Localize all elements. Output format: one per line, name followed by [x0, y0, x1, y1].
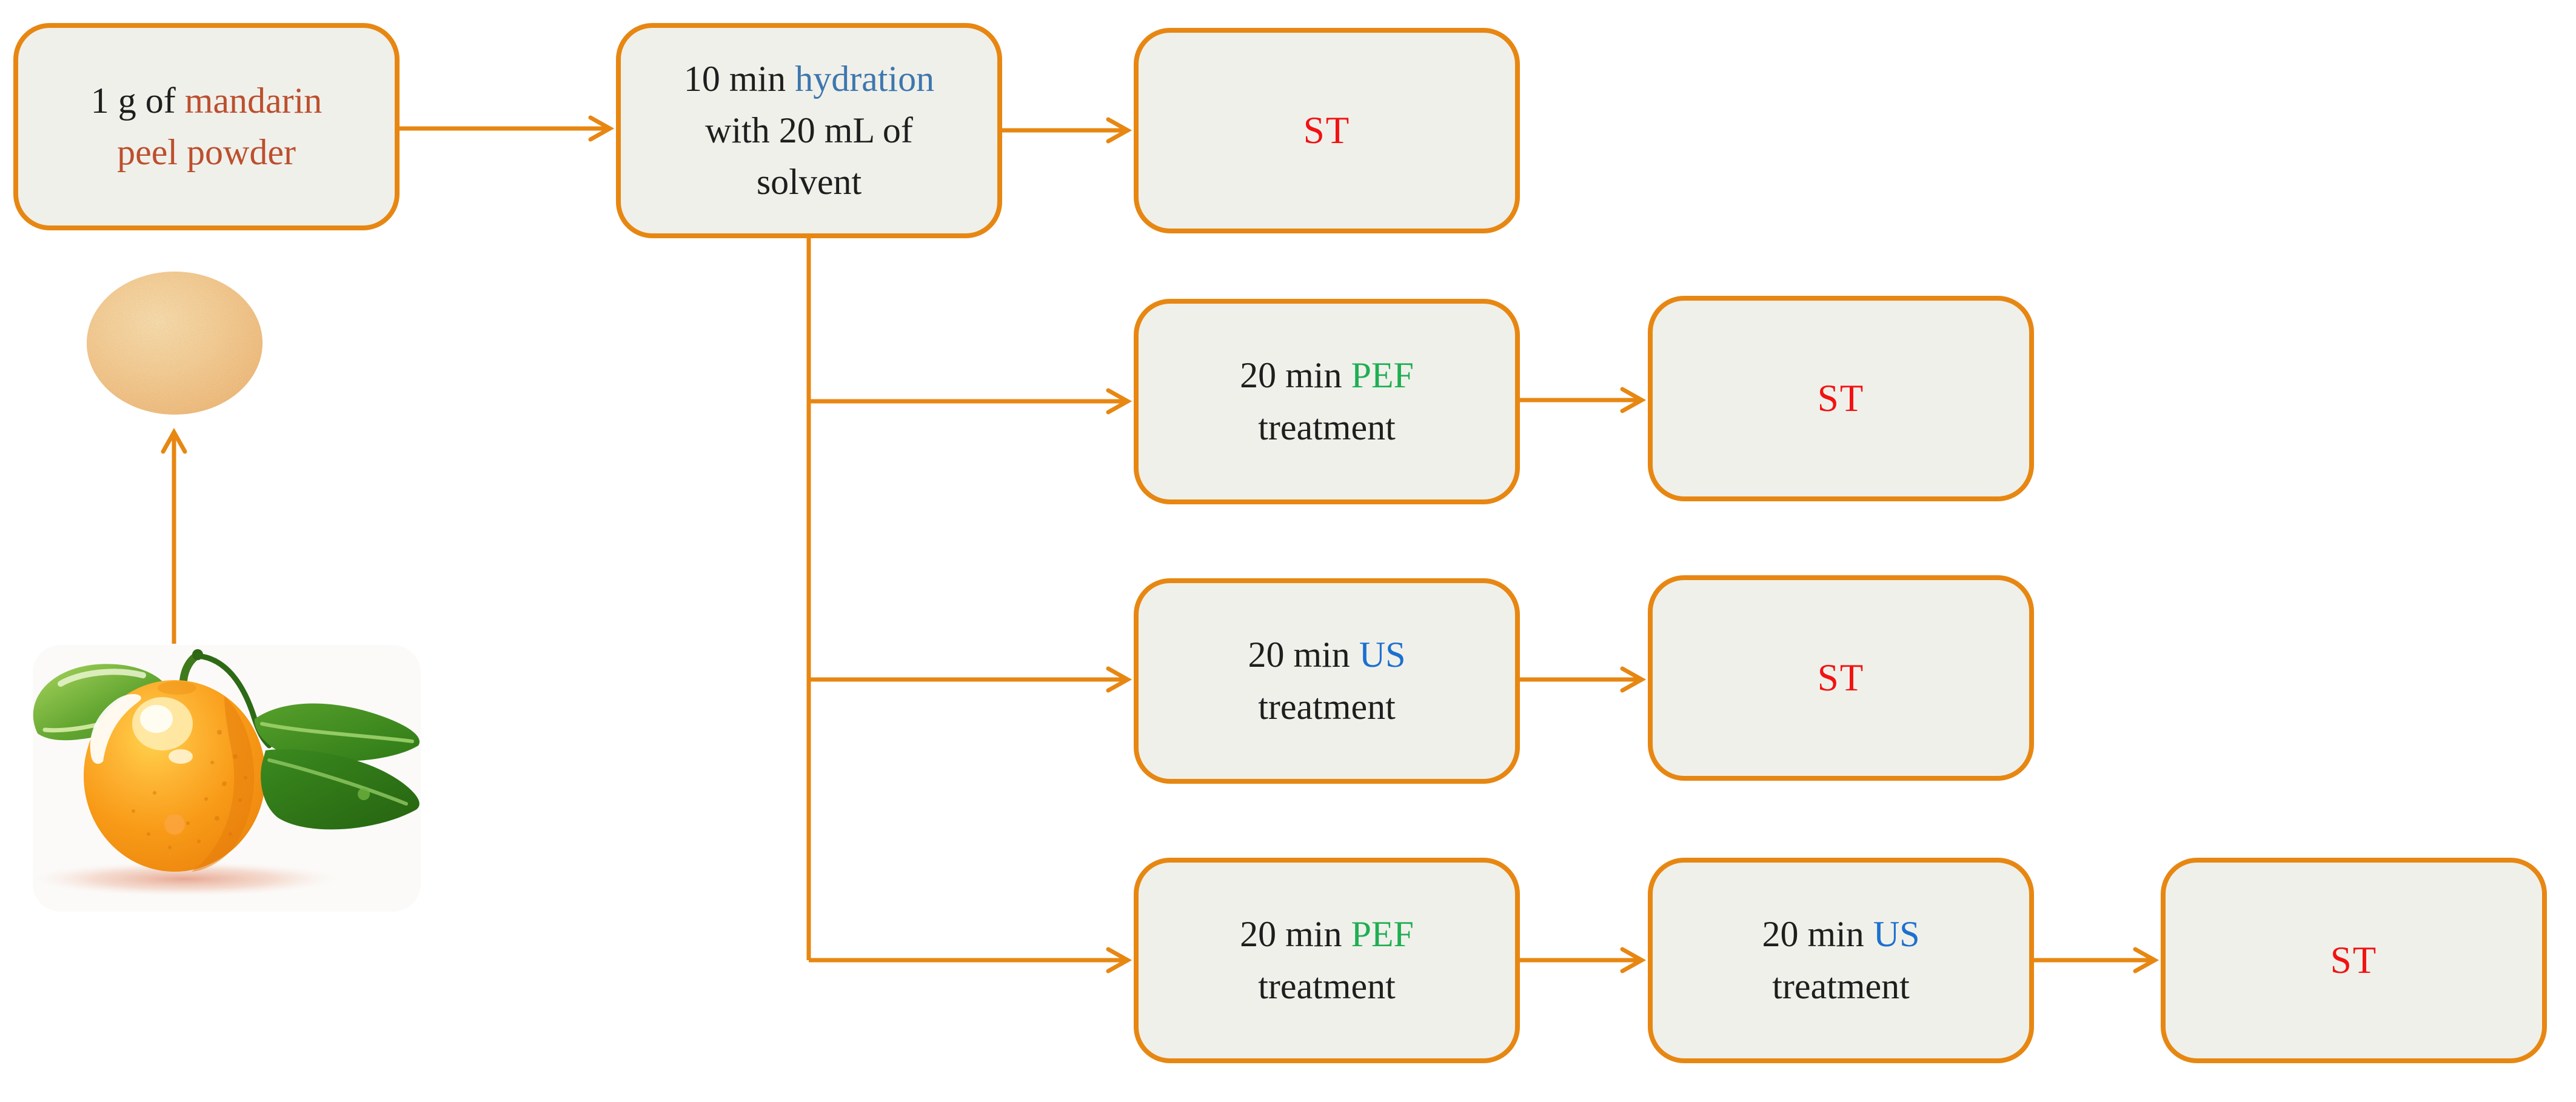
- text-segment: 20 min: [1248, 635, 1359, 675]
- node-st-4: ST: [2161, 858, 2547, 1063]
- fruit-body-icon: [84, 680, 266, 872]
- node-pef-row2: 20 min PEF treatment: [1134, 299, 1520, 504]
- node-line: treatment: [1258, 407, 1396, 447]
- node-line: 20 min PEF: [1139, 350, 1515, 401]
- text-segment: 20 min: [1762, 914, 1873, 955]
- st-label: ST: [2330, 938, 2378, 981]
- node-line: solvent: [756, 162, 862, 202]
- node-hydration: 10 min hydration with 20 mL of solvent: [616, 23, 1002, 238]
- text-segment-accent: hydration: [795, 58, 935, 99]
- node-st-3: ST: [1648, 575, 2034, 781]
- node-line: treatment: [1258, 966, 1396, 1006]
- node-line: treatment: [1772, 966, 1910, 1006]
- st-label: ST: [1817, 656, 1865, 699]
- node-line: 20 min US: [1139, 629, 1515, 681]
- text-segment-accent: PEF: [1351, 355, 1414, 396]
- text-segment: 20 min: [1240, 914, 1351, 955]
- node-us-row3: 20 min US treatment: [1134, 578, 1520, 784]
- text-segment-accent: mandarin: [184, 80, 323, 121]
- text-segment-accent: US: [1873, 914, 1920, 955]
- node-peel-powder: 1 g of mandarin peel powder: [13, 23, 400, 230]
- node-pef-row4: 20 min PEF treatment: [1134, 858, 1520, 1063]
- node-line: treatment: [1258, 686, 1396, 727]
- node-line: 20 min PEF: [1139, 909, 1515, 960]
- text-segment: 20 min: [1240, 355, 1351, 396]
- mandarin-fruit-icon: [33, 645, 421, 912]
- text-segment: 10 min: [683, 58, 795, 99]
- st-label: ST: [1303, 109, 1351, 152]
- st-label: ST: [1817, 376, 1865, 419]
- node-line: with 20 mL of: [705, 110, 913, 150]
- node-line: 1 g of mandarin: [18, 75, 395, 127]
- powder-photo-icon: [87, 272, 263, 415]
- leaf-right-lower-icon: [261, 749, 420, 830]
- node-line: 20 min US: [1653, 909, 2029, 960]
- node-st-2: ST: [1648, 296, 2034, 501]
- leaf-right-upper-icon: [254, 703, 420, 762]
- node-st-1: ST: [1134, 28, 1520, 233]
- text-segment-accent: PEF: [1351, 914, 1414, 955]
- text-segment-accent: US: [1359, 635, 1406, 675]
- node-line: peel powder: [117, 132, 296, 172]
- fruit-shadow: [33, 862, 336, 896]
- node-line: 10 min hydration: [621, 53, 997, 105]
- text-segment: 1 g of: [90, 80, 185, 121]
- node-us-row4: 20 min US treatment: [1648, 858, 2034, 1063]
